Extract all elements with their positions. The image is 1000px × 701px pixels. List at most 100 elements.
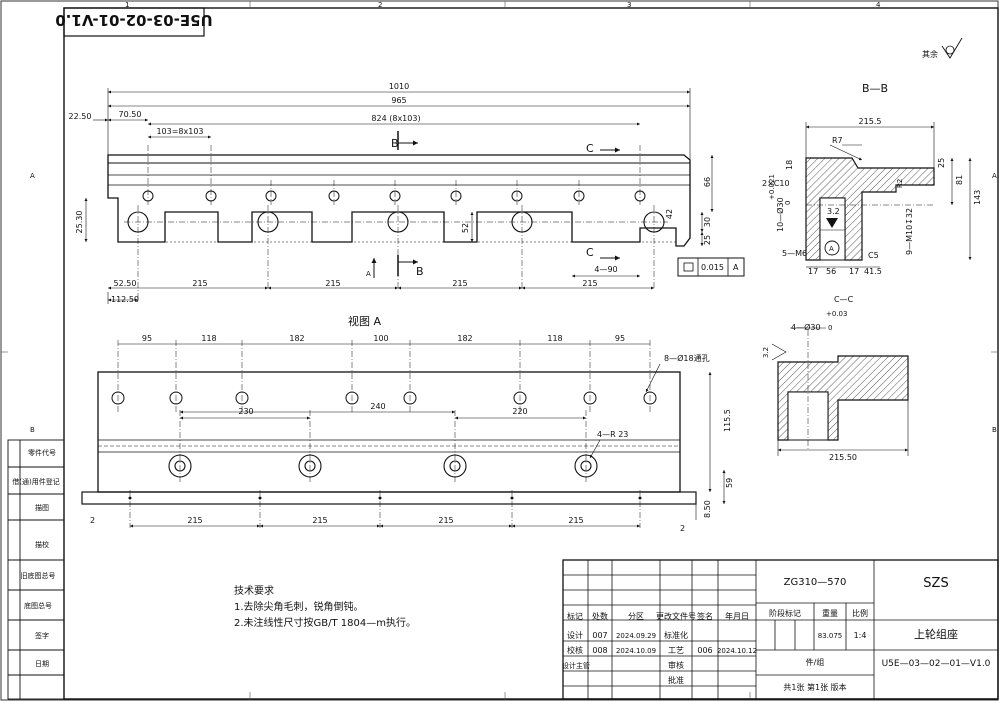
dim-slot-height: 52 <box>461 223 470 233</box>
dim-left-margin: 22.50 <box>69 112 92 121</box>
zone-number-2: 2 <box>378 1 382 9</box>
tb-r3-c3: 批准 <box>668 675 684 685</box>
dim-overall: 1010 <box>389 82 409 91</box>
cc-r: 3.2 <box>762 347 770 358</box>
va-top-spacing-6: 118 <box>547 334 562 343</box>
title-block-grid <box>562 559 999 700</box>
va-holes-note: 8—Ø18通孔 <box>664 353 710 363</box>
zone-letter-b-right: B <box>992 426 997 434</box>
dim-side-height: 25.30 <box>75 211 84 234</box>
zone-number-3: 3 <box>627 1 631 9</box>
tb-unit-label: 件/组 <box>806 657 825 667</box>
tb-header-5: 年月日 <box>725 611 749 621</box>
bb-d41: 41.5 <box>864 267 882 276</box>
cc-width: 215.50 <box>829 453 857 462</box>
bb-d143: 143 <box>973 190 982 205</box>
left-stamp-5: 旧底图总号 <box>21 571 56 580</box>
tb-scale-label: 比例 <box>852 608 868 618</box>
left-stamp-3: 描图 <box>35 503 49 512</box>
left-stamp-4: 描校 <box>35 540 49 549</box>
sheet-inner-border <box>63 7 999 700</box>
va-top-spacing-2: 118 <box>201 334 216 343</box>
left-stamp-7: 签字 <box>35 631 49 640</box>
bb-d17b: 17 <box>849 267 859 276</box>
section-bb: A <box>805 157 935 261</box>
tb-material: ZG310—570 <box>784 577 847 588</box>
tb-r2-c0: 设计主管 <box>562 661 590 670</box>
view-a-title: 视图 A <box>348 314 381 328</box>
zone-letter-b-left: B <box>30 426 35 434</box>
left-stamp-8: 日期 <box>35 660 49 668</box>
tb-r0-c3: 标准化 <box>664 630 688 640</box>
tb-part-name: 上轮组座 <box>914 627 958 641</box>
va-bottom-spacing-1: 215 <box>187 516 202 525</box>
tb-r1-c4: 006 <box>697 646 712 655</box>
va-d240: 240 <box>370 402 385 411</box>
tb-r1-c1: 008 <box>592 646 607 655</box>
va-d220: 220 <box>512 407 527 416</box>
cc-tol0: 0 <box>828 324 832 332</box>
roughness-symbol <box>941 37 963 59</box>
bb-d17a: 17 <box>808 267 818 276</box>
dim-left-offset: 70.50 <box>119 110 142 119</box>
tb-scale: 1:4 <box>854 631 867 640</box>
section-cc <box>777 330 909 450</box>
tb-header-2: 分区 <box>628 612 644 621</box>
tb-sheets: 共1张 第1张 版本 <box>783 682 846 692</box>
cut-mark-c-bottom: C <box>586 246 594 259</box>
va-d2a: 2 <box>90 516 95 525</box>
zone-number-4: 4 <box>876 1 881 9</box>
dim-spacing-4: 215 <box>582 279 597 288</box>
tb-company: SZS <box>923 576 948 591</box>
dim-spacing-3: 215 <box>452 279 467 288</box>
bb-tol-plus: +0.021 <box>768 174 776 200</box>
va-r23: 4—R 23 <box>597 430 628 439</box>
top-view <box>107 154 691 247</box>
dim-height-right: 66 <box>703 177 712 187</box>
mirrored-code: U5E-03-02-01-V1.0 <box>55 11 212 29</box>
section-cc-title: C—C <box>834 295 854 304</box>
view-a-bottom-dots <box>128 496 642 500</box>
bb-h32: 3.2 <box>827 207 840 216</box>
bb-radius: R7 <box>832 136 843 145</box>
tb-weight-label: 重量 <box>822 608 838 618</box>
bb-thread-m10: 9—M10↧32 <box>905 208 914 255</box>
dim-bottom-left: 52.50 <box>114 279 137 288</box>
tb-weight: 83.075 <box>818 632 843 640</box>
bb-width: 215.5 <box>859 117 882 126</box>
va-h115: 115.5 <box>723 409 732 432</box>
bb-d25: 25 <box>937 158 946 168</box>
section-bb-datum-circle: A <box>829 245 834 253</box>
roughness-note: 其余 <box>922 49 938 59</box>
bb-d18: 18 <box>785 160 794 170</box>
top-view-small-holes <box>142 190 646 202</box>
va-h8: 8.50 <box>703 500 712 518</box>
cut-mark-b-bottom: B <box>416 265 424 278</box>
dim-spacing-2: 215 <box>325 279 340 288</box>
section-cc-dim-lines <box>771 327 909 456</box>
dim-h30: 30 <box>703 217 712 227</box>
tb-r1-c5: 2024.10.12 <box>717 647 757 655</box>
va-top-spacing-5: 182 <box>457 334 472 343</box>
top-view-dim-lines <box>84 88 714 304</box>
bb-tol-zero: 0 <box>784 201 792 205</box>
bb-thread-m6: 5—M6 <box>782 249 807 258</box>
tb-stage-label: 阶段标记 <box>769 608 801 618</box>
bb-dia30: 10—Ø30 <box>775 197 785 232</box>
va-top-spacing-1: 95 <box>142 334 152 343</box>
va-d2b: 2 <box>680 524 685 533</box>
tb-r1-c0: 校核 <box>567 645 583 655</box>
tb-r1-c2: 2024.10.09 <box>616 647 656 655</box>
dim-inner: 965 <box>391 96 406 105</box>
view-a-bottom-holes <box>168 454 598 478</box>
top-view-centerlines <box>124 145 668 300</box>
va-top-spacing-4: 100 <box>373 334 388 343</box>
tolerance-frame: 0.015 A <box>677 257 745 277</box>
tb-r2-c3: 审核 <box>668 660 684 670</box>
tb-r0-c1: 007 <box>592 631 607 640</box>
tech-title: 技术要求 <box>234 584 274 597</box>
left-stamp-column <box>7 439 65 700</box>
cut-mark-a: A <box>366 270 371 278</box>
